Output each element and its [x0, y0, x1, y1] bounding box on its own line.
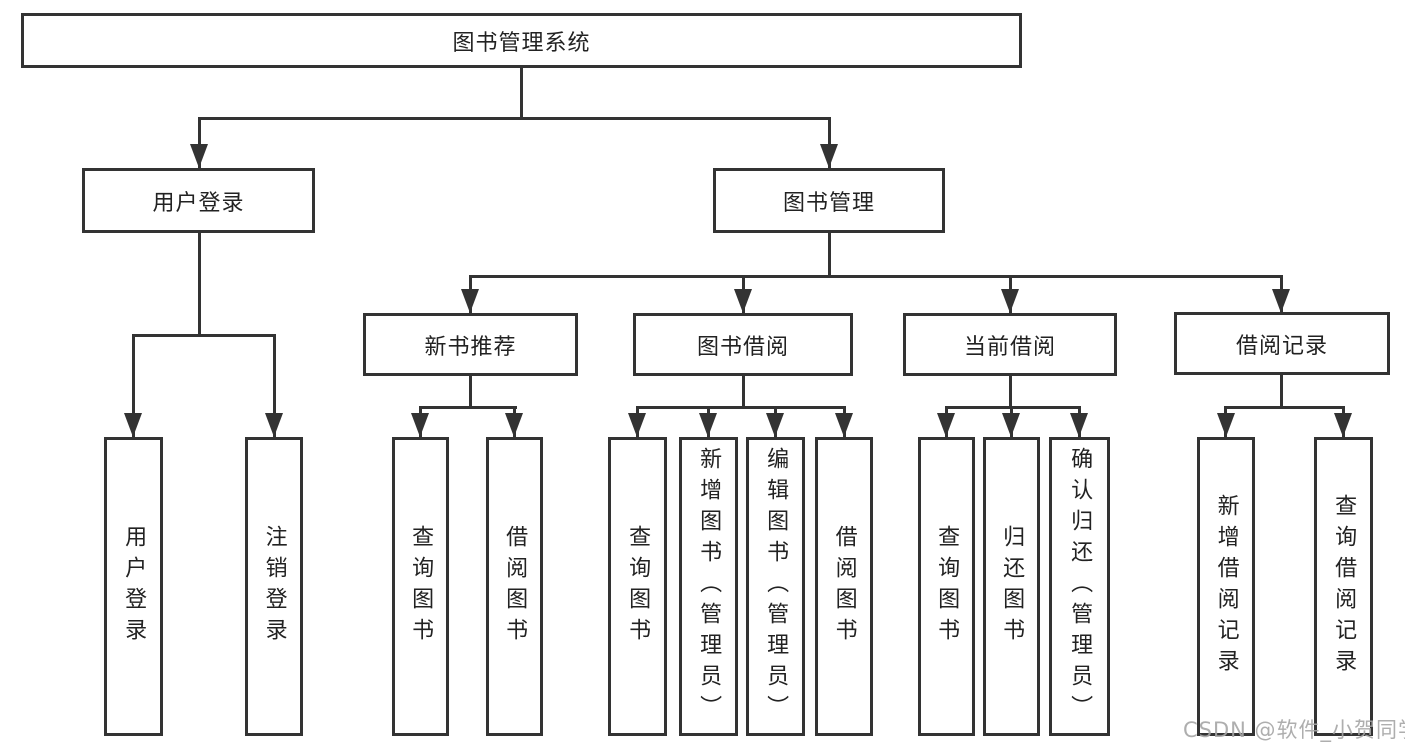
arrow-down-icon — [628, 413, 646, 437]
leaf-label: 查询借阅记录 — [1331, 493, 1357, 680]
node-label: 新书推荐 — [424, 334, 517, 360]
node-book-management: 图书管理 — [713, 168, 945, 233]
leaf-newbook-query-books: 查询图书 — [392, 437, 449, 736]
connector-userlogin-stub — [198, 233, 201, 336]
connector-to-user-login — [198, 118, 201, 168]
connector-to-leaf — [273, 336, 276, 437]
leaf-label: 查询图书 — [625, 524, 651, 649]
connector-newbook-stub — [469, 376, 472, 409]
leaf-bookborrow-edit-books-admin: 编辑图书（管理员） — [746, 437, 805, 736]
watermark: CSDN @软件_小贺同学 — [1183, 718, 1405, 742]
leaf-label: 用户登录 — [121, 524, 147, 649]
leaf-label: 查询图书 — [408, 524, 434, 649]
connector-to-leaf — [132, 336, 135, 437]
connector-currentborrow-stub — [1009, 376, 1012, 409]
leaf-currentborrow-confirm-return-admin: 确认归还（管理员） — [1049, 437, 1110, 736]
connector-currentborrow-branch — [945, 406, 1081, 409]
arrow-down-icon — [835, 413, 853, 437]
connector-userlogin-branch — [132, 334, 276, 337]
arrow-down-icon — [265, 413, 283, 437]
node-borrow-record: 借阅记录 — [1174, 312, 1390, 375]
leaf-userlogin-logout: 注销登录 — [245, 437, 303, 736]
leaf-label: 新增借阅记录 — [1213, 493, 1239, 680]
node-label: 借阅记录 — [1235, 333, 1328, 359]
leaf-userlogin-login: 用户登录 — [104, 437, 163, 736]
connector-bookborrow-branch — [636, 406, 846, 409]
leaf-label: 新增图书（管理员） — [696, 447, 722, 726]
node-current-borrow: 当前借阅 — [903, 313, 1117, 376]
connector-borrowrecord-stub — [1280, 375, 1283, 409]
leaf-bookborrow-add-books-admin: 新增图书（管理员） — [679, 437, 738, 736]
connector-root-branch — [198, 117, 831, 120]
node-book-borrow: 图书借阅 — [633, 313, 853, 376]
leaf-label: 借阅图书 — [831, 524, 857, 649]
leaf-borrowrecord-query-record: 查询借阅记录 — [1314, 437, 1373, 736]
leaf-label: 编辑图书（管理员） — [763, 447, 789, 726]
leaf-currentborrow-return-books: 归还图书 — [983, 437, 1040, 736]
connector-bookborrow-stub — [742, 376, 745, 409]
arrow-down-icon — [766, 413, 784, 437]
arrow-down-icon — [1001, 289, 1019, 313]
arrow-down-icon — [1002, 413, 1020, 437]
arrow-down-icon — [1272, 289, 1290, 313]
connector-root-stub — [520, 68, 523, 119]
arrow-down-icon — [1217, 413, 1235, 437]
arrow-down-icon — [505, 413, 523, 437]
leaf-bookborrow-query-books: 查询图书 — [608, 437, 667, 736]
leaf-bookborrow-borrow-books: 借阅图书 — [815, 437, 873, 736]
node-label: 图书借阅 — [696, 334, 789, 360]
leaf-borrowrecord-add-record: 新增借阅记录 — [1197, 437, 1255, 736]
arrow-down-icon — [190, 144, 208, 168]
connector-newbook-branch — [419, 406, 517, 409]
connector-to-book-management — [828, 118, 831, 168]
arrow-down-icon — [734, 289, 752, 313]
connector-bookmgmt-stub — [828, 233, 831, 277]
leaf-label: 查询图书 — [934, 524, 960, 649]
node-label: 用户登录 — [152, 190, 245, 216]
node-label: 图书管理 — [782, 190, 875, 216]
arrow-down-icon — [461, 289, 479, 313]
node-user-login: 用户登录 — [82, 168, 315, 233]
arrow-down-icon — [699, 413, 717, 437]
leaf-newbook-borrow-books: 借阅图书 — [486, 437, 543, 736]
arrow-down-icon — [1070, 413, 1088, 437]
leaf-label: 归还图书 — [999, 524, 1025, 649]
node-root-system: 图书管理系统 — [21, 13, 1022, 68]
arrow-down-icon — [820, 144, 838, 168]
connector-bookmgmt-branch — [469, 275, 1283, 278]
leaf-label: 借阅图书 — [502, 524, 528, 649]
node-new-book-recommend: 新书推荐 — [363, 313, 578, 376]
arrow-down-icon — [937, 413, 955, 437]
leaf-label: 确认归还（管理员） — [1067, 447, 1093, 726]
node-label: 当前借阅 — [963, 334, 1056, 360]
arrow-down-icon — [411, 413, 429, 437]
node-label: 图书管理系统 — [452, 30, 591, 56]
arrow-down-icon — [1334, 413, 1352, 437]
leaf-label: 注销登录 — [261, 524, 287, 649]
connector-borrowrecord-branch — [1224, 406, 1345, 409]
leaf-currentborrow-query-books: 查询图书 — [918, 437, 975, 736]
arrow-down-icon — [124, 413, 142, 437]
